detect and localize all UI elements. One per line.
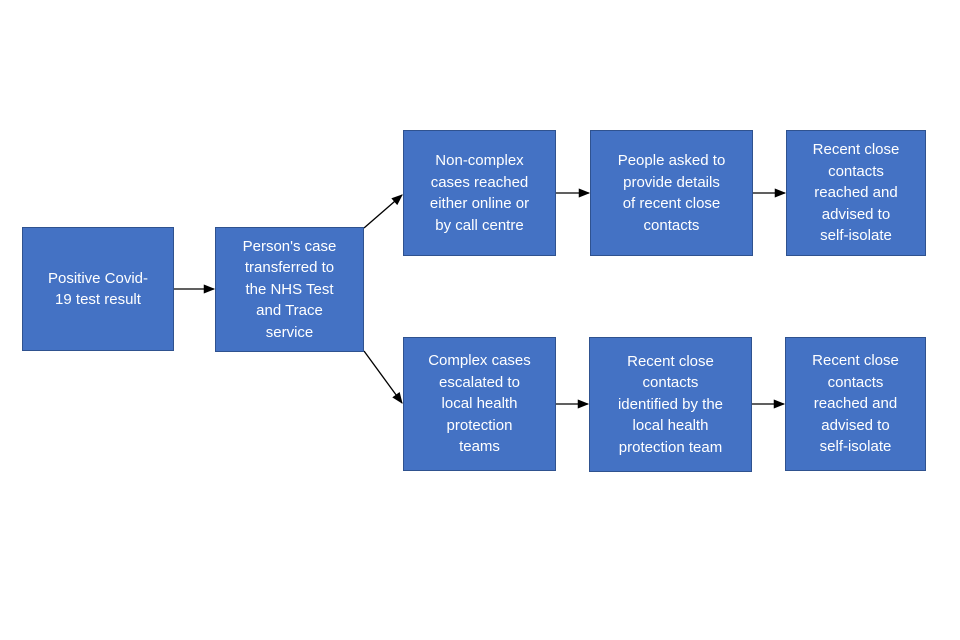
- arrow-transferred-to-complex: [363, 350, 403, 404]
- node-contacts-identified: Recent close contacts identified by the …: [589, 337, 752, 472]
- node-positive-test-result: Positive Covid- 19 test result: [22, 227, 174, 351]
- node-contacts-isolate-bottom: Recent close contacts reached and advise…: [785, 337, 926, 471]
- node-provide-details: People asked to provide details of recen…: [590, 130, 753, 256]
- node-complex-cases: Complex cases escalated to local health …: [403, 337, 556, 471]
- node-contacts-isolate-top: Recent close contacts reached and advise…: [786, 130, 926, 256]
- node-case-transferred: Person's case transferred to the NHS Tes…: [215, 227, 364, 352]
- node-non-complex-cases: Non-complex cases reached either online …: [403, 130, 556, 256]
- arrow-transferred-to-noncomplex: [363, 194, 403, 229]
